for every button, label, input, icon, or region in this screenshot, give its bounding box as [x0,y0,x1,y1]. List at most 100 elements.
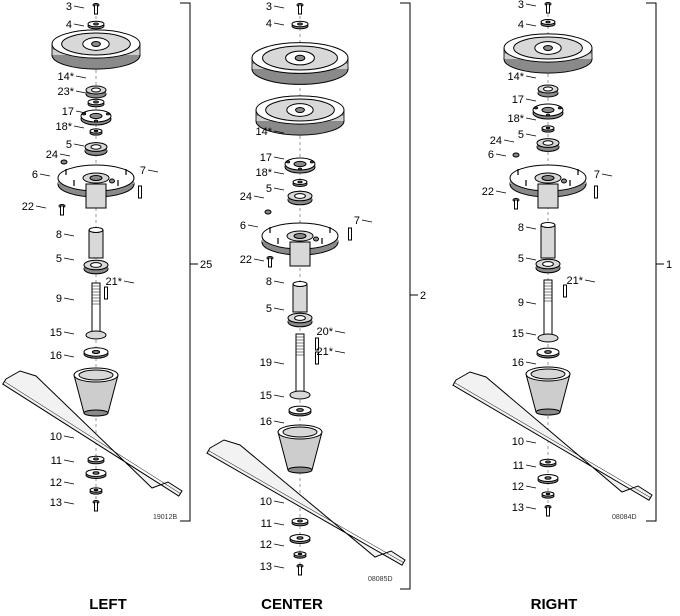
left-bearing-lower-race [90,262,102,268]
right-washer-top-hole [545,20,551,24]
parts-layer [2,2,653,576]
left-callout-8: 6 [32,169,38,181]
right-bearing-lower-race [542,261,554,267]
left-leader-0 [73,5,85,9]
left-washer-11-hole [92,471,100,475]
right-callout-8: 7 [594,169,600,181]
left-leader-9 [147,169,159,173]
right-flange-17-bore [541,106,555,114]
left-washer-15-hole [91,350,101,354]
left-leader-3 [75,90,87,94]
right-leader-2 [525,75,537,79]
left-bearing-upper-race [90,144,102,150]
right-leader-0 [525,3,537,7]
center-leader-16 [273,420,285,424]
left-cup-base [83,409,109,417]
right-bearing-14-race [543,86,553,92]
left-washer-top-hole [93,22,99,26]
center-leader-20 [273,565,285,569]
center-cup-base [287,466,313,474]
left-assembly-number: 25 [200,259,212,271]
left-housing-boss [85,183,107,209]
right-blade [452,371,653,501]
right-callout-11: 5 [518,253,524,265]
right-leader-13 [525,301,537,305]
center-key-21 [315,351,319,365]
center-leader-0 [273,5,285,9]
center-pulley-upper-bore [294,54,306,62]
right-bolt-22-shank [514,199,518,210]
center-leader-18 [273,522,285,526]
center-housing-bore [293,233,307,239]
left-leader-10 [35,205,47,209]
right-pin-7 [594,185,598,199]
center-flange-17-hole-2 [297,167,303,171]
center-bolt-13-shank [298,565,302,576]
right-callout-9: 22 [482,186,494,198]
left-callout-18: 11 [51,455,62,467]
center-callout-20: 13 [260,561,272,573]
center-callout-18: 11 [261,518,272,530]
center-leader-11 [273,307,285,311]
right-flange-17-hole-2 [545,113,551,117]
right-housing-boss [537,183,559,209]
center-pulley-lower-bore [295,106,305,114]
left-callout-9: 7 [140,165,146,177]
left-blade [2,370,183,497]
right-callout-13: 9 [518,297,524,309]
center-cup-inner [282,426,318,438]
right-callout-4: 18* [507,113,524,125]
left-callout-0: 3 [66,1,72,13]
left-key-21 [104,286,108,300]
right-callout-14: 15 [512,328,524,340]
right-leader-1 [525,23,537,27]
right-callout-12: 21* [566,275,583,287]
center-callout-9: 22 [240,254,252,266]
right-leader-6 [503,139,515,143]
left-callout-19: 12 [50,477,62,489]
center-leader-1 [273,22,285,26]
center-leader-13 [334,350,346,354]
right-assembly-number: 1 [666,259,672,271]
right-ring-18-hole [545,126,551,130]
left-ring-18-hole [93,129,99,133]
right-cup-base [535,408,561,416]
left-seal-23-hole [93,100,99,104]
right-callout-16: 10 [512,436,524,448]
center-callout-3: 17 [260,152,272,164]
left-bolt-22-shank [60,205,64,216]
right-bearing-upper-race [542,140,554,146]
left-cup-inner [78,369,114,381]
right-leader-9 [495,190,507,194]
right-leader-8 [601,173,613,177]
center-leader-10 [273,280,285,284]
right-callout-0: 3 [518,0,524,11]
right-callout-7: 6 [488,149,494,161]
center-callout-11: 5 [266,303,272,315]
right-pulley-bore [543,44,553,52]
center-leader-14 [273,361,285,365]
left-flange-17-hole-1 [105,112,111,116]
left-drawing-code: 19012B [153,514,177,521]
left-callout-4: 17 [62,106,74,118]
left-callout-12: 5 [56,253,62,265]
right-callout-18: 12 [512,481,524,493]
center-leader-2 [273,130,285,134]
center-callout-5: 5 [266,183,272,195]
center-leader-19 [273,543,285,547]
left-leader-13 [123,280,135,284]
left-bracket [180,2,191,522]
left-callout-6: 5 [66,139,72,151]
center-leader-15 [273,394,285,398]
center-washer-top-hole [297,22,303,26]
right-bracket [646,2,657,522]
center-callout-4: 18* [255,167,272,179]
right-drawing-code: 08084D [612,514,637,521]
left-leader-20 [63,501,75,505]
right-housing-bore [541,175,555,181]
right-leader-3 [525,98,537,102]
center-housing-fitting [313,236,319,242]
center-housing-boss [289,241,311,267]
